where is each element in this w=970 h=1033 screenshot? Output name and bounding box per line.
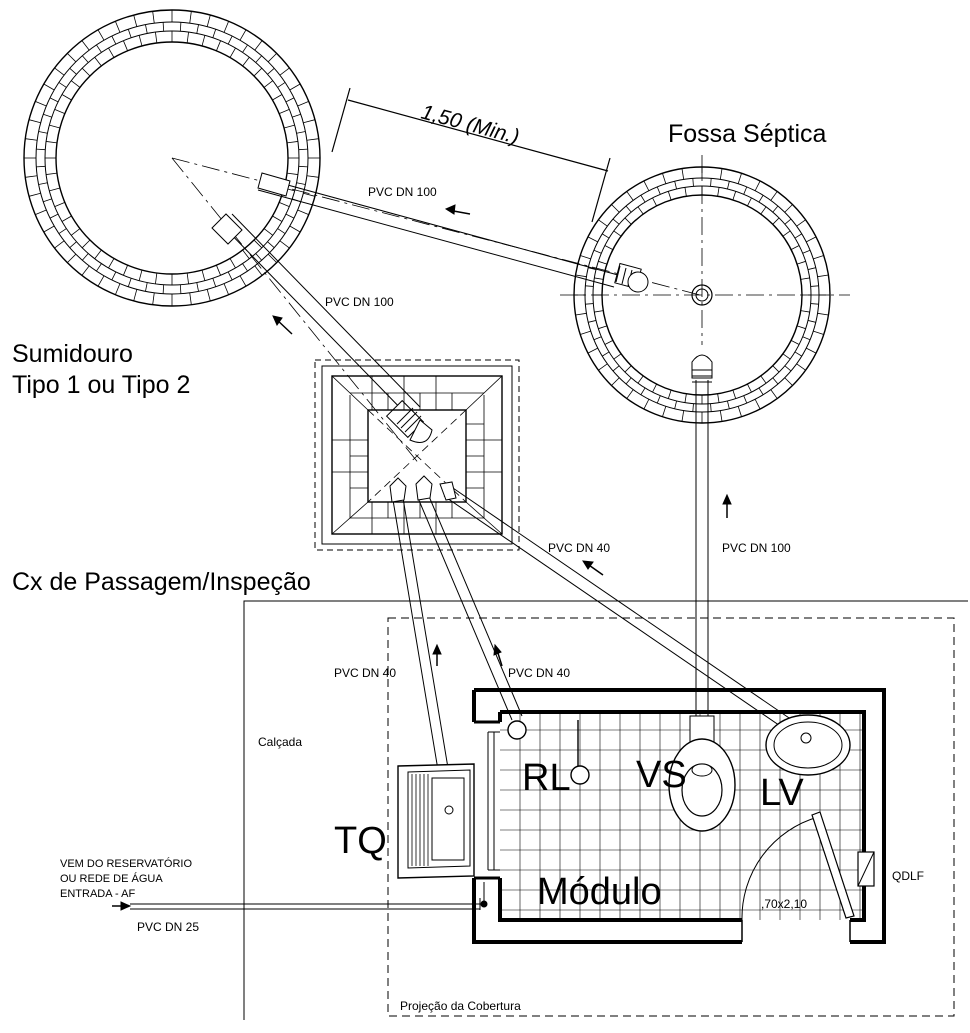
pipe-agua-label: PVC DN 25 bbox=[137, 920, 199, 934]
door-size-label: ,70x2,10 bbox=[761, 897, 807, 911]
pipe-lv-to-caixa bbox=[439, 481, 796, 733]
pipe-fossa-label: PVC DN 100 bbox=[368, 185, 437, 199]
flow-arrow bbox=[272, 315, 293, 335]
modulo-label: Módulo bbox=[537, 871, 662, 913]
pipe-rl-label: PVC DN 40 bbox=[508, 666, 570, 680]
lot-boundary bbox=[243, 600, 968, 1020]
fossa-label: Fossa Séptica bbox=[668, 120, 827, 148]
tanque-fixture bbox=[397, 763, 475, 879]
calcada-label: Calçada bbox=[258, 735, 302, 749]
qdlf-label: QDLF bbox=[892, 869, 924, 883]
projecao-label: Projeção da Cobertura bbox=[400, 999, 521, 1013]
dimension-line bbox=[331, 87, 611, 223]
sumidouro-label: Sumidouro bbox=[12, 340, 133, 368]
pipe-rl-to-caixa bbox=[415, 475, 523, 721]
vaso-sanitario-fixture bbox=[668, 715, 736, 832]
flow-arrow bbox=[493, 643, 503, 667]
roof-projection bbox=[387, 617, 955, 1017]
dimension-label: 1,50 (Min.) bbox=[419, 101, 522, 149]
pipe-vs-label: PVC DN 100 bbox=[722, 541, 791, 555]
entrada-label-2: OU REDE DE ÁGUA bbox=[60, 872, 163, 885]
entrada-label-1: VEM DO RESERVATÓRIO bbox=[60, 857, 192, 870]
module-building bbox=[472, 688, 886, 944]
entrada-label-3: ENTRADA - AF bbox=[60, 888, 135, 900]
vs-label: VS bbox=[636, 754, 687, 796]
pipe-lv-label: PVC DN 40 bbox=[548, 541, 610, 555]
pipe-tq-label: PVC DN 40 bbox=[334, 666, 396, 680]
ralo-fixture bbox=[570, 720, 590, 785]
riser-pipe bbox=[507, 720, 527, 740]
axis-lines bbox=[171, 155, 850, 466]
rl-label: RL bbox=[522, 757, 571, 799]
pipe-tq-to-caixa bbox=[389, 477, 455, 807]
flow-arrow bbox=[432, 643, 442, 666]
flow-arrow bbox=[722, 493, 732, 518]
tq-label: TQ bbox=[334, 820, 387, 862]
caixa-label: Cx de Passagem/Inspeção bbox=[12, 568, 311, 596]
caixa-passagem bbox=[314, 359, 520, 551]
flow-arrow bbox=[582, 560, 604, 576]
sumidouro-type-label: Tipo 1 ou Tipo 2 bbox=[12, 371, 190, 399]
lv-label: LV bbox=[760, 772, 804, 814]
pipe-caixa-label: PVC DN 100 bbox=[325, 295, 394, 309]
pipe-vs-to-fossa bbox=[691, 354, 713, 720]
sumidouro-ring bbox=[23, 9, 321, 307]
pipe-caixa-to-sumidouro bbox=[211, 213, 433, 443]
lavatorio-fixture bbox=[765, 714, 851, 776]
pipe-fossa-to-sumidouro bbox=[257, 172, 649, 293]
flow-arrow bbox=[112, 901, 132, 911]
door bbox=[741, 811, 855, 921]
flow-arrow bbox=[444, 204, 471, 215]
water-supply-pipe bbox=[130, 882, 488, 910]
